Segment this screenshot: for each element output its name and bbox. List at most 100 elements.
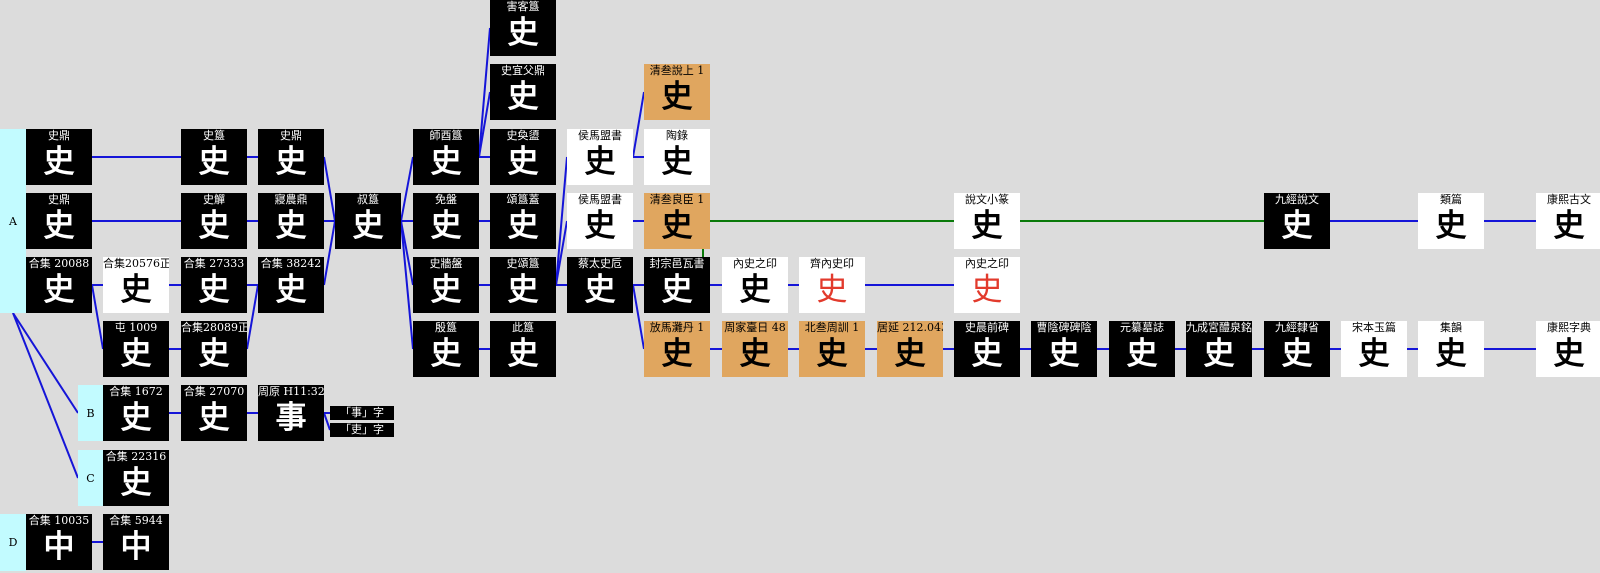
tile-source-label: 周原 H11:32	[258, 385, 324, 398]
character-tile: 九經說文史	[1264, 193, 1330, 249]
tile-source-label: 陶錄	[666, 129, 688, 142]
tile-glyph: 史	[1553, 208, 1585, 244]
tile-glyph: 史	[120, 336, 152, 372]
tile-source-label: 合集 5944	[109, 514, 163, 527]
tile-source-label: 內史之印	[965, 257, 1009, 270]
group-a-label: A	[9, 214, 17, 228]
tile-glyph: 史	[1203, 336, 1235, 372]
tile-source-label: 合集 10035	[28, 514, 90, 527]
tile-source-label: 蔡太史卮	[578, 257, 622, 270]
character-tile: 封宗邑瓦書史	[644, 257, 710, 313]
character-tile: 殷簋史	[413, 321, 479, 377]
tile-glyph: 史	[507, 208, 539, 244]
tile-source-label: 宋本玉篇	[1352, 321, 1396, 334]
character-tile: 元纂墓誌史	[1109, 321, 1175, 377]
tile-source-label: 史鼎	[48, 129, 70, 142]
tile-source-label: 元纂墓誌	[1120, 321, 1164, 334]
tile-source-label: 齊內史印	[810, 257, 854, 270]
character-tile: 侯馬盟書史	[567, 193, 633, 249]
character-tile: 集韻史	[1418, 321, 1484, 377]
tile-glyph: 史	[275, 272, 307, 308]
character-tile: 曹陰碑碑陰史	[1031, 321, 1097, 377]
tile-glyph: 史	[661, 208, 693, 244]
character-tile: 陶錄史	[644, 129, 710, 185]
group-link-line	[12, 312, 79, 414]
tile-glyph: 史	[198, 208, 230, 244]
character-tile: 北叁周訓 1 史	[799, 321, 865, 377]
tile-source-label: 居延 212.043	[877, 321, 943, 334]
character-tile: 侯馬盟書史	[567, 129, 633, 185]
link-line	[555, 156, 568, 286]
tile-source-label: 史簋	[203, 129, 225, 142]
tile-glyph: 史	[198, 400, 230, 436]
character-tile: 蔡太史卮史	[567, 257, 633, 313]
shi-variant-tag: 「事」字	[330, 406, 394, 420]
character-tile: 害客簋史	[490, 0, 556, 56]
tag-label: 「吏」字	[340, 423, 384, 436]
character-tile: 頌簋蓋史	[490, 193, 556, 249]
character-tile: 史宜父鼎史	[490, 64, 556, 120]
tile-glyph: 史	[507, 336, 539, 372]
tile-source-label: 史晨前碑	[965, 321, 1009, 334]
link-line	[632, 284, 645, 350]
tile-glyph: 史	[43, 208, 75, 244]
group-d-label: D	[8, 536, 18, 549]
tile-glyph: 史	[198, 336, 230, 372]
group-c-label: C	[86, 471, 95, 485]
link-line	[478, 91, 491, 158]
group-a-box: A	[0, 129, 26, 313]
character-tile: 史鼎史	[26, 193, 92, 249]
tile-glyph: 史	[584, 272, 616, 308]
tile-source-label: 合集 22316	[105, 450, 167, 463]
character-tile: 九成宮醴泉銘史	[1186, 321, 1252, 377]
tile-glyph: 史	[275, 208, 307, 244]
tile-glyph: 史	[971, 208, 1003, 244]
tile-source-label: 侯馬盟書	[578, 193, 622, 206]
character-tile: 史鼎史	[26, 129, 92, 185]
tile-source-label: 合集28089正	[181, 321, 247, 334]
tile-glyph: 史	[507, 144, 539, 180]
character-tile: 九經隸省史	[1264, 321, 1330, 377]
tile-glyph: 史	[1281, 208, 1313, 244]
character-tile: 說文小篆史	[954, 193, 1020, 249]
tile-source-label: 師酉簋	[429, 129, 463, 142]
tile-glyph: 史	[507, 272, 539, 308]
tile-glyph: 史	[661, 336, 693, 372]
tile-source-label: 史鼎	[280, 129, 302, 142]
tile-glyph: 史	[1553, 336, 1585, 372]
tile-source-label: 曹陰碑碑陰	[1036, 321, 1092, 334]
tile-source-label: 九經隸省	[1275, 321, 1319, 334]
link-line	[323, 156, 336, 222]
character-tile: 此簋史	[490, 321, 556, 377]
tile-source-label: 合集 38242	[260, 257, 322, 270]
tile-source-label: 害客簋	[506, 0, 540, 13]
group-b-label: B	[86, 406, 95, 420]
tile-glyph: 史	[739, 272, 771, 308]
tile-source-label: 免盤	[435, 193, 457, 206]
character-tile: 合集 5944 中	[103, 514, 169, 570]
character-tile: 類篇史	[1418, 193, 1484, 249]
character-tile: 合集28089正史	[181, 321, 247, 377]
tile-glyph: 史	[1435, 336, 1467, 372]
group-c-box: C	[78, 450, 103, 506]
tile-glyph: 史	[816, 272, 848, 308]
tile-source-label: 康熙古文	[1547, 193, 1591, 206]
tile-glyph: 史	[430, 272, 462, 308]
tile-glyph: 史	[120, 400, 152, 436]
tile-source-label: 北叁周訓 1	[804, 321, 860, 334]
tile-source-label: 清叁說上 1	[649, 64, 705, 77]
tile-glyph: 中	[120, 529, 152, 565]
tile-source-label: 內史之印	[733, 257, 777, 270]
tile-glyph: 史	[430, 144, 462, 180]
tile-glyph: 史	[1126, 336, 1158, 372]
tile-glyph: 史	[971, 272, 1003, 308]
tile-glyph: 史	[816, 336, 848, 372]
